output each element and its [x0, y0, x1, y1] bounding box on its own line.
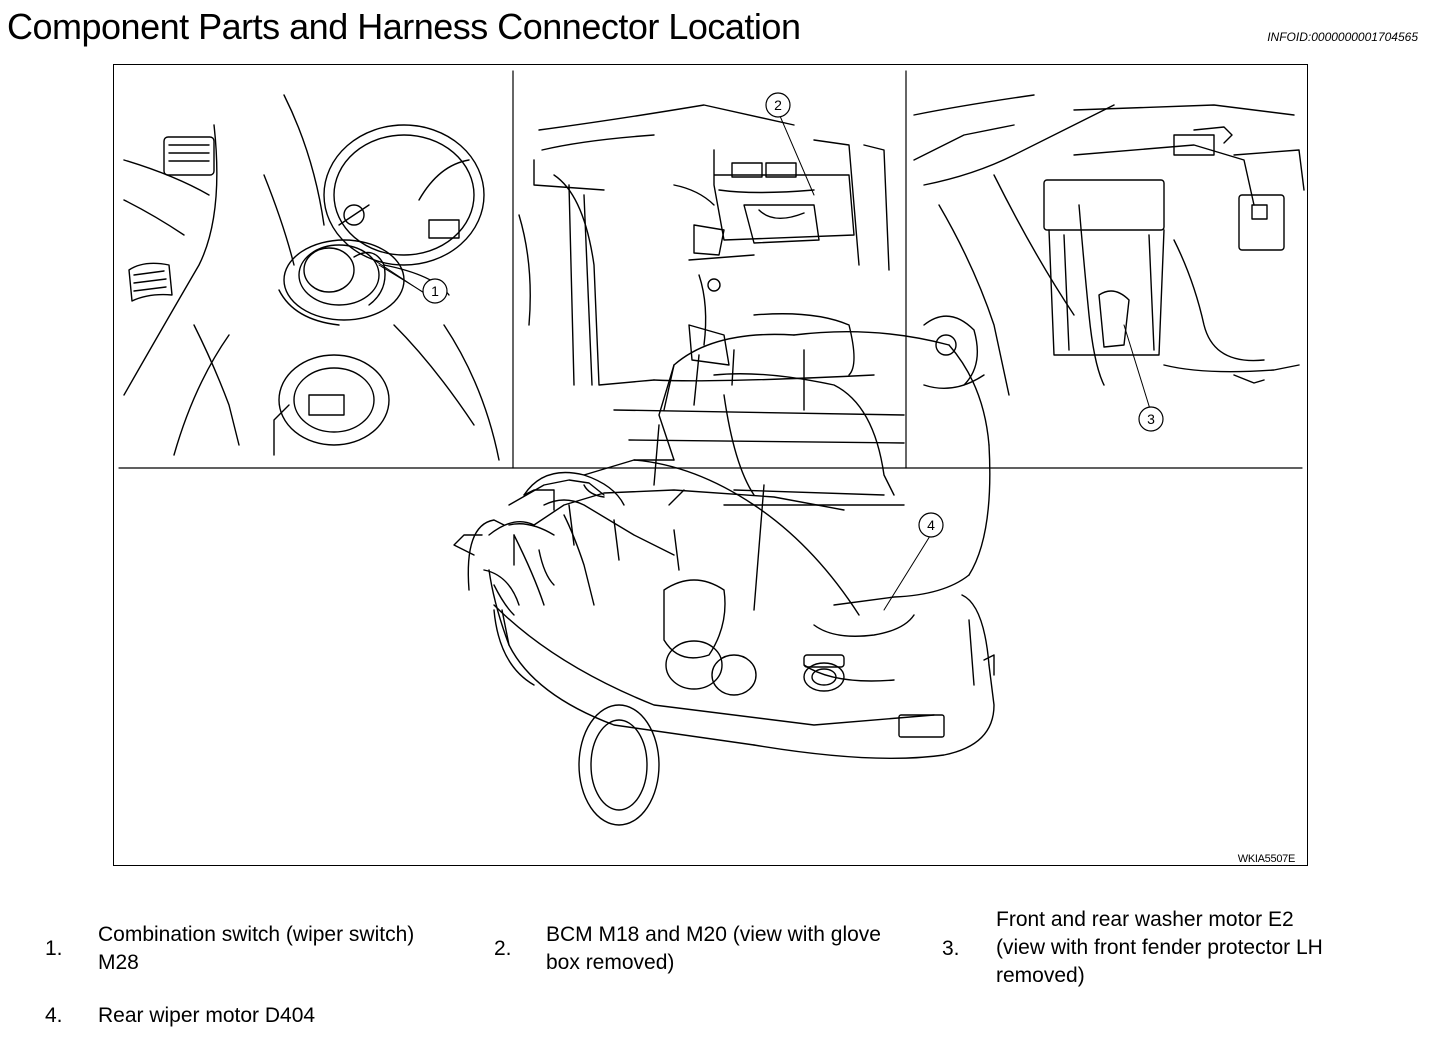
legend-text-1: Combination switch (wiper switch) M28	[98, 921, 414, 977]
panel-vehicle-rear	[453, 330, 995, 826]
legend-text-3-line3: removed)	[996, 964, 1085, 987]
info-id: INFOID:0000000001704565	[1267, 30, 1418, 44]
legend-num-3: 3.	[942, 937, 960, 960]
legend-num-4: 4.	[45, 1004, 63, 1027]
callout-4: 4	[927, 517, 935, 533]
figure-illustration: 1 2 3 4	[118, 70, 1305, 826]
callout-3: 3	[1147, 411, 1155, 427]
legend-text-4-line1: Rear wiper motor D404	[98, 1004, 316, 1027]
callout-circles	[422, 92, 1164, 538]
callout-leaders	[378, 115, 1151, 611]
legend-text-2-line2: box removed)	[546, 951, 675, 974]
legend-text-3: Front and rear washer motor E2 (view wit…	[996, 906, 1323, 990]
legend-num-2: 2.	[494, 937, 512, 960]
panel-steering-column	[123, 94, 500, 461]
legend-text-2: BCM M18 and M20 (view with glove box rem…	[546, 921, 881, 977]
panel-glovebox-bcm	[518, 104, 905, 444]
legend-text-2-line1: BCM M18 and M20 (view with glove	[546, 923, 881, 946]
page-title: Component Parts and Harness Connector Lo…	[7, 6, 801, 47]
legend-text-3-line1: Front and rear washer motor E2	[996, 908, 1294, 931]
component-location-figure: 1 2 3 4 WKIA5507E	[113, 64, 1308, 866]
legend-num-1: 1.	[45, 937, 63, 960]
legend-text-1-line2: M28	[98, 951, 139, 974]
legend-text-3-line2: (view with front fender protector LH	[996, 936, 1323, 959]
legend-text-1-line1: Combination switch (wiper switch)	[98, 923, 415, 946]
callout-2: 2	[774, 97, 782, 113]
figure-id: WKIA5507E	[1237, 853, 1296, 865]
callout-1: 1	[431, 283, 439, 299]
legend-text-4: Rear wiper motor D404	[98, 1002, 315, 1030]
panel-washer-motor	[913, 94, 1305, 396]
